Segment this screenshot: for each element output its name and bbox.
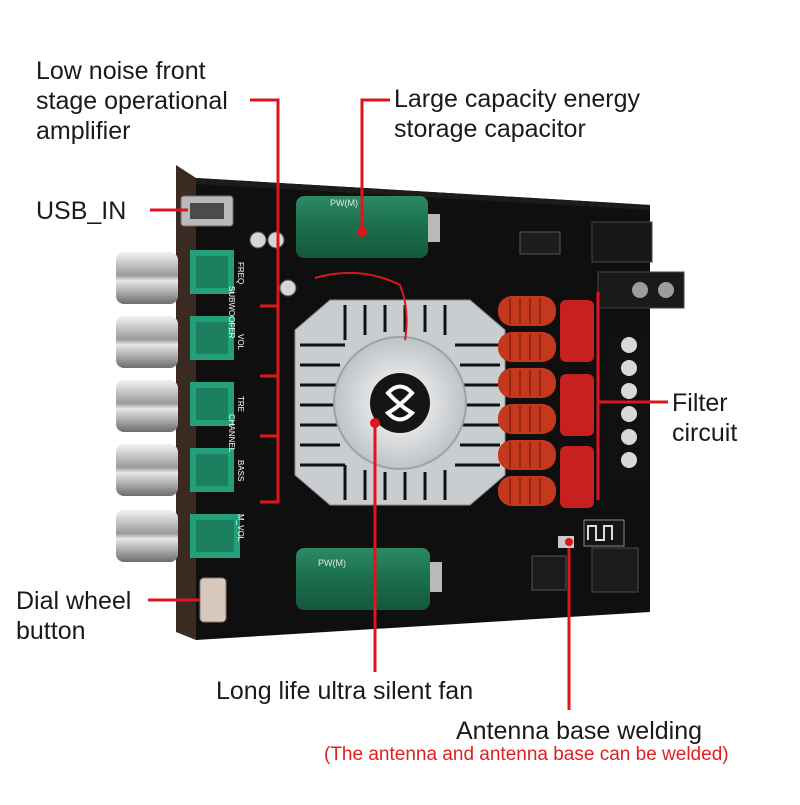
fan-callout: Long life ultra silent fan: [216, 677, 474, 705]
knob: [116, 380, 234, 432]
label-tre: TRE: [236, 396, 245, 412]
capacitor-leader: [360, 98, 390, 232]
antenna-leader-dot: [565, 538, 573, 546]
terminal-screw: [632, 282, 648, 298]
dial-wheel-button: [199, 577, 227, 623]
diode: [519, 231, 561, 255]
knob: [116, 316, 234, 368]
audio-jack: [591, 547, 639, 593]
small-capacitor: [249, 231, 267, 249]
label-freq: FREQ: [236, 262, 245, 284]
knob: [116, 250, 234, 304]
small-capacitor: [267, 231, 285, 249]
bottom-capacitor: PW(M): [296, 548, 442, 610]
antenna-note: (The antenna and antenna base can be wel…: [324, 744, 729, 765]
antenna-callout: Antenna base welding: [456, 717, 703, 745]
filter-coils: [498, 296, 556, 506]
pcb-edge: [196, 178, 650, 210]
terminal-screw: [658, 282, 674, 298]
cooling-fan: [333, 336, 467, 470]
opamp-leader: [250, 98, 280, 504]
knob: [116, 444, 234, 496]
dial-callout: Dial wheel button: [16, 587, 132, 645]
fan-wire: [314, 271, 408, 341]
label-bass: BASS: [236, 460, 245, 481]
knob: [116, 510, 240, 562]
label-vol: VOL: [236, 334, 245, 351]
filter-callout: Filter circuit: [672, 389, 738, 447]
energy-storage-capacitor: PW(M): [296, 196, 440, 258]
speaker-terminals: [608, 330, 650, 480]
ic-chip: [531, 555, 567, 591]
fan-leader-dot: [370, 418, 380, 428]
small-capacitor: [279, 279, 297, 297]
opamp-callout: Low noise front stage operational amplif…: [36, 57, 228, 145]
label-m-vol: M_VOL: [236, 514, 245, 542]
capacitor-top-label: PW(M): [330, 198, 358, 208]
label-channel: CHANNEL: [227, 414, 236, 453]
label-subwoofer: SUBWOOFER: [227, 286, 236, 339]
knob-group: [116, 250, 240, 562]
usb-callout: USB_IN: [36, 197, 127, 225]
filter-capacitors: [560, 300, 594, 508]
capacitor-callout: Large capacity energy storage capacitor: [394, 85, 640, 143]
capacitor-bottom-label: PW(M): [318, 558, 346, 568]
capacitor-leader-dot: [357, 227, 367, 237]
dc-jack: [591, 221, 653, 263]
usb-port-inner: [190, 203, 224, 219]
